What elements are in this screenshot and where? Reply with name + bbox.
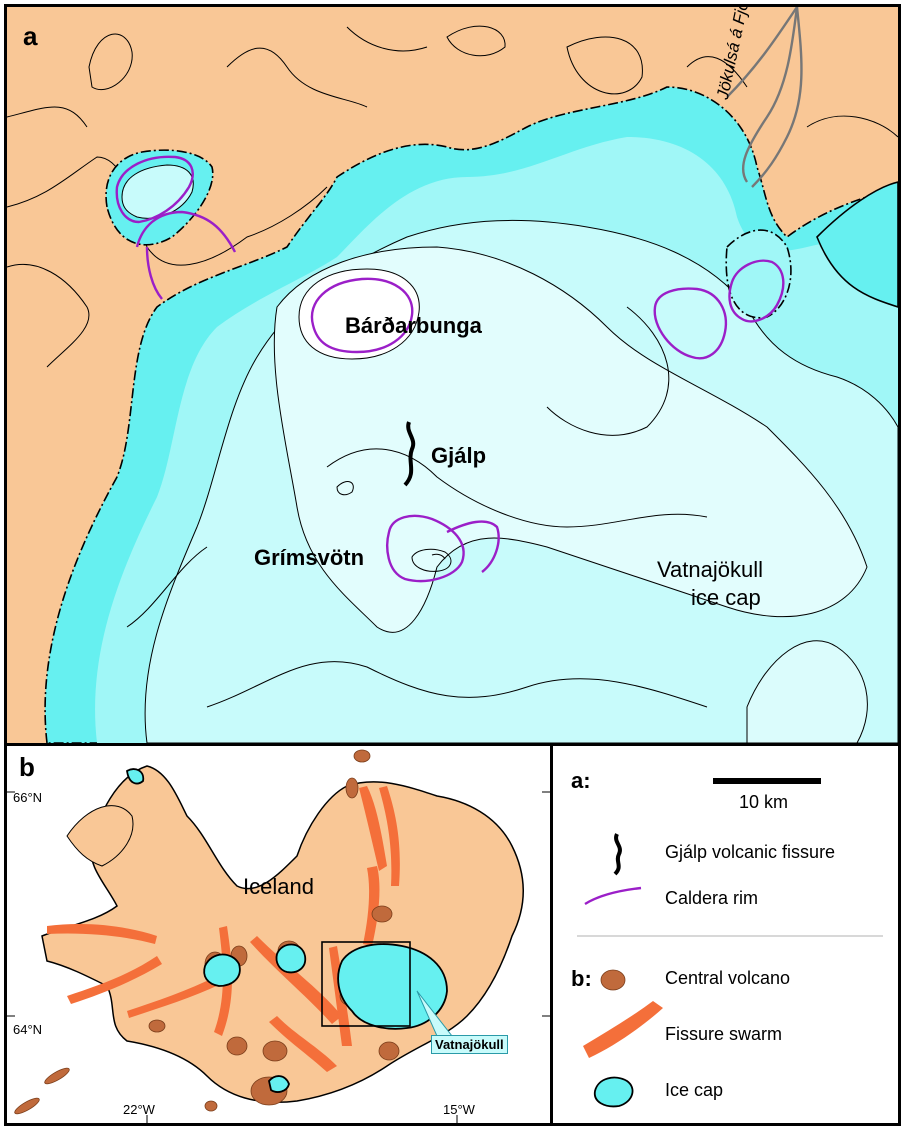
legend-caldera-symbol [584, 886, 642, 906]
legend-swarm-label: Fissure swarm [665, 1024, 783, 1044]
legend-swarm-symbol [583, 1001, 663, 1058]
caldera-grimsvotn-east [446, 520, 500, 573]
panel-b-letter: b [19, 752, 35, 782]
fissure-swarms [47, 786, 400, 1072]
tick-15w: 15°W [443, 1102, 475, 1117]
graticule-ticks [7, 791, 550, 1123]
label-ice-cap-line2: ice cap [691, 585, 761, 610]
caldera-rims [115, 155, 785, 583]
caldera-east-1 [653, 287, 728, 360]
map-panel-b: b Iceland 66°N 64°N 22°W 15°W Vatnajökul… [4, 743, 553, 1126]
legend-volcano-label: Central volcano [665, 968, 791, 988]
map-panel-a: a Bárðarbunga Gjálp Grímsvötn Vatnajökul… [4, 4, 901, 746]
tick-64n: 64°N [13, 1022, 43, 1037]
label-iceland: Iceland [243, 874, 314, 899]
legend-symbols [577, 778, 883, 1108]
caldera-northwest-2 [135, 210, 237, 253]
legend-icecap-symbol [593, 1076, 634, 1108]
tick-66n: 66°N [13, 790, 43, 805]
legend-scale-label: 10 km [739, 792, 789, 812]
grimsvotn-detail [411, 548, 452, 572]
iceland-map [7, 749, 550, 1123]
label-gjalp: Gjálp [431, 443, 487, 468]
legend-section-a: a: [571, 768, 591, 793]
label-ice-cap-line1: Vatnajökull [657, 557, 763, 582]
gjalp-fissure [403, 421, 416, 487]
legend-volcano-symbol [600, 969, 626, 991]
legend-fissure-label: Gjálp volcanic fissure [665, 842, 836, 862]
ice-caps [126, 768, 448, 1093]
caldera-grimsvotn-west [386, 514, 465, 583]
caldera-east-2 [728, 259, 785, 323]
ice-cap-east [725, 181, 898, 319]
label-bardarbunga: Bárðarbunga [345, 313, 482, 338]
legend-fissure-symbol [613, 833, 622, 876]
river-jokulsa [726, 7, 803, 188]
bardarbunga-summit [298, 268, 420, 360]
tick-22w: 22°W [123, 1102, 155, 1117]
scale-bar [713, 778, 821, 784]
panel-a-letter: a [23, 21, 38, 51]
legend-panel: a: 10 km Gjálp volcanic fissure Caldera … [550, 743, 901, 1126]
vatnajokull-map [7, 7, 898, 743]
callout-vatnajokull: Vatnajökull [431, 1035, 508, 1054]
ice-cap-northwest [105, 149, 214, 246]
legend-icecap-label: Ice cap [665, 1080, 724, 1100]
caldera-northwest-3 [145, 246, 163, 300]
legend-section-b: b: [571, 966, 592, 991]
caldera-bardarbunga [310, 277, 414, 354]
label-grimsvotn: Grímsvötn [254, 545, 365, 570]
legend-caldera-label: Caldera rim [665, 888, 759, 908]
map-extent-box [321, 941, 411, 1027]
ice-cap-vatnajokull [337, 943, 448, 1030]
land-contours [7, 25, 898, 368]
caldera-northwest [115, 155, 194, 224]
